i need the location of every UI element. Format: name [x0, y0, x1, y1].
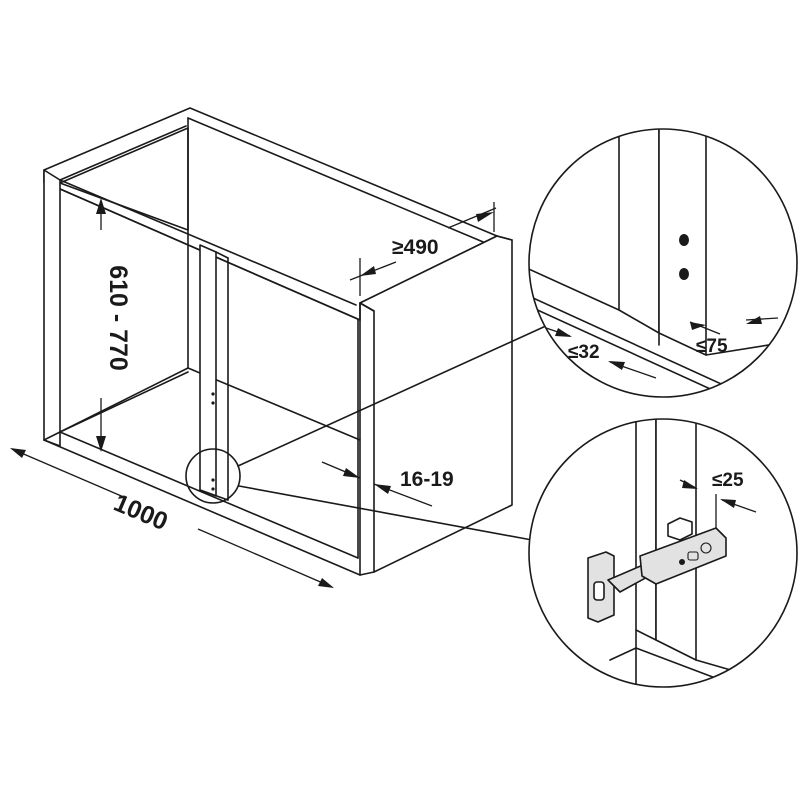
detail-bottom: ≤25	[528, 418, 798, 688]
shelf-hole-upper	[679, 234, 689, 246]
cabinet-divider	[199, 244, 217, 497]
detail-leader-bottom	[238, 485, 533, 541]
height-dimension: 610 - 770	[96, 198, 132, 452]
detail-marker-circle	[185, 448, 241, 504]
left-offset-label: ≤32	[568, 342, 600, 363]
shelf-hole-lower	[679, 268, 689, 280]
width-dimension: 1000	[10, 448, 334, 588]
depth-label: ≥490	[392, 236, 439, 259]
detail-leader-top	[237, 324, 549, 467]
detail-top-frame	[528, 128, 798, 398]
depth-dimension: ≥490	[349, 202, 497, 296]
cabinet-left-side	[43, 169, 61, 447]
right-offset-label: ≤75	[696, 336, 728, 357]
detail-bottom-frame	[528, 418, 798, 688]
detail-top: ≤32 ≤75	[528, 128, 798, 398]
width-label: 1000	[110, 489, 172, 537]
height-label: 610 - 770	[104, 265, 132, 371]
hinge-offset-label: ≤25	[712, 470, 744, 491]
thickness-label: 16-19	[400, 468, 454, 491]
thickness-dimension: 16-19	[321, 461, 454, 507]
